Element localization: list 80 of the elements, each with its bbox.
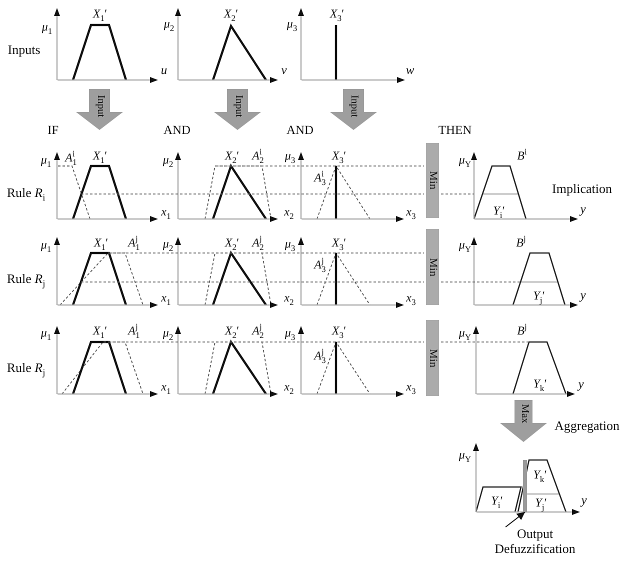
axis-label: y: [580, 203, 586, 217]
axis-label: x$_{2}$: [284, 205, 294, 219]
input-arrow: [330, 89, 376, 130]
membership-axis-label: μ$_{Y}$: [458, 153, 472, 167]
membership-axis-label: μ$_{1}$: [40, 238, 52, 252]
fuzzy-set-label: X$_{3}$′: [332, 149, 346, 163]
membership-axis-label: μ$_{2}$: [162, 326, 174, 340]
input-arrow: [76, 89, 123, 130]
arrow-label: Input: [348, 95, 358, 118]
membership-axis-label: μ$_{1}$: [40, 326, 52, 340]
arrow-label: Input: [232, 95, 243, 118]
fuzzy-set-label: X$_{3}$′: [332, 324, 346, 338]
defuzzified-output-bar: [523, 460, 527, 512]
annotation-text: Output Defuzzification: [493, 527, 577, 559]
operator-label: Max: [518, 404, 529, 424]
connective-label: IF: [47, 124, 59, 138]
fuzzy-set-label: X$_{1}$′: [92, 149, 108, 163]
fuzzy-set-label: Y$_{k}$′: [533, 377, 547, 391]
fuzzy-set-label: X$_{1}$′: [94, 236, 108, 250]
membership-axis-label: μ$_{3}$: [284, 149, 296, 163]
step-label: Inputs: [8, 42, 40, 58]
axis-label: u: [160, 64, 168, 78]
leader-arrow: [505, 512, 526, 528]
fuzzy-set-label: B$^{j}$: [517, 324, 527, 338]
rule-label: Rule R$_{i}$: [6, 186, 46, 200]
min-operator-bar: [426, 229, 439, 305]
fuzzy-set-label: Y$_{j}$′: [533, 289, 545, 303]
fuzzy-set-label: X$_{2}$′: [224, 7, 238, 21]
membership-axis-label: μ$_{3}$: [284, 237, 296, 251]
fuzzy-set-label: Y$_{i}$′: [491, 494, 503, 508]
fuzzy-set-label: X$_{3}$′: [332, 236, 346, 250]
membership-axis-label: μ$_{1}$: [40, 153, 52, 167]
fuzzy-set-label: X$_{2}$′: [224, 236, 240, 250]
axis-label: w: [406, 64, 414, 78]
fuzzy-set-label: Y$_{j}$′: [535, 496, 547, 510]
rule-label: Rule R$_{j}$: [6, 360, 46, 376]
operator-label: Min: [427, 258, 438, 276]
fuzzy-set-label: X$_{1}$′: [92, 324, 108, 338]
axis-label: v: [281, 64, 287, 78]
axis-label: x$_{1}$: [161, 380, 171, 394]
fuzzy-set-label: X$_{2}$′: [224, 149, 240, 163]
min-operator-bar: [426, 143, 439, 218]
membership-axis-label: μ$_{3}$: [286, 17, 298, 31]
axis-label: x$_{2}$: [284, 380, 294, 394]
axis-label: x$_{3}$: [406, 380, 416, 394]
membership-axis-label: μ$_{Y}$: [458, 448, 472, 462]
fuzzy-set-label: Y$_{k}$′: [533, 468, 547, 482]
step-label: Aggregation: [554, 418, 620, 434]
connective-label: AND: [286, 124, 314, 138]
input-arrow: [214, 89, 261, 130]
axis-label: y: [581, 494, 587, 508]
axis-label: x$_{1}$: [161, 291, 171, 305]
membership-axis-label: μ$_{2}$: [162, 153, 174, 167]
axis-label: y: [578, 378, 584, 392]
fuzzy-set-label: Y$_{i}$′: [493, 204, 505, 218]
fuzzy-set-label: B$^{i}$: [517, 149, 527, 163]
membership-axis-label: μ$_{2}$: [162, 237, 174, 251]
fuzzy-set-label: X$_{1}$′: [92, 7, 108, 21]
axis-label: y: [580, 289, 586, 303]
membership-axis-label: μ$_{3}$: [284, 326, 296, 340]
fuzzy-set-label: X$_{2}$′: [224, 324, 240, 338]
axis-label: x$_{3}$: [406, 205, 416, 219]
membership-axis-label: μ$_{Y}$: [458, 326, 472, 340]
max-arrow: [500, 400, 547, 442]
min-operator-bar: [426, 320, 439, 396]
axis-label: x$_{3}$: [406, 291, 416, 305]
membership-axis-label: μ$_{Y}$: [458, 238, 472, 252]
fuzzy-set-label: X$_{3}$′: [330, 7, 344, 21]
axis-label: x$_{2}$: [284, 291, 294, 305]
fuzzy-set-label: B$^{j}$: [516, 236, 526, 250]
rule-label: Rule R$_{j}$: [6, 272, 46, 286]
operator-label: Min: [427, 171, 438, 190]
step-label: Implication: [552, 182, 612, 196]
connective-label: THEN: [438, 124, 472, 138]
operator-label: Min: [427, 348, 438, 368]
membership-axis-label: μ$_{1}$: [42, 20, 52, 34]
axis-label: x$_{1}$: [161, 205, 171, 219]
connective-label: AND: [163, 124, 191, 138]
membership-axis-label: μ$_{2}$: [164, 17, 174, 31]
arrow-label: Input: [94, 95, 105, 118]
